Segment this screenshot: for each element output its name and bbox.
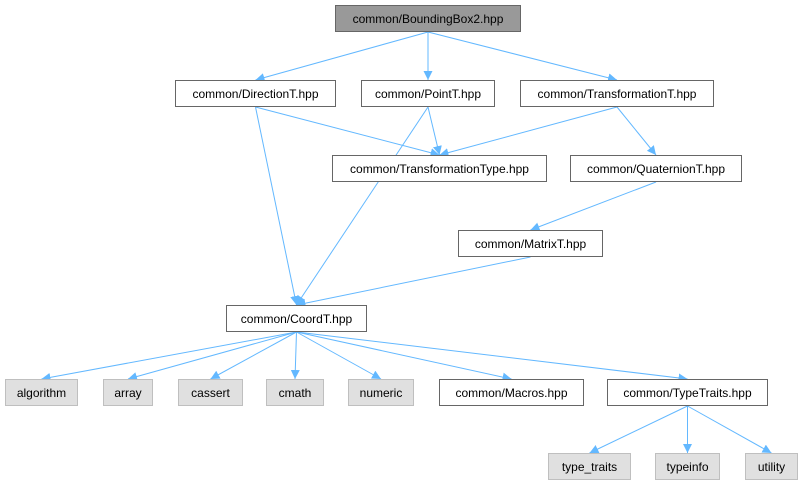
edge-point_t-to-transformation_type [427, 106, 442, 156]
node-directiont[interactable]: common/DirectionT.hpp [175, 80, 336, 107]
edge-point_t-to-coord_t [296, 106, 429, 306]
edge-coord_t-to-array [127, 331, 297, 381]
node-typeinfo: typeinfo [655, 453, 720, 480]
edge-transformation_t-to-transformation_type [439, 106, 618, 157]
edge-coord_t-to-type_traits_hpp [296, 331, 688, 383]
node-cassert: cassert [178, 379, 243, 406]
edge-type_traits_hpp-to-type_traits [589, 405, 688, 454]
node-array: array [103, 379, 153, 406]
node-typetraits-hpp[interactable]: common/TypeTraits.hpp [607, 379, 768, 406]
edge-quaternion_t-to-matrix_t [530, 181, 657, 231]
edge-coord_t-to-macros [296, 331, 512, 382]
node-numeric: numeric [348, 379, 414, 406]
node-transformationt[interactable]: common/TransformationT.hpp [520, 80, 714, 107]
edge-coord_t-to-numeric [296, 331, 382, 380]
node-quaterniont[interactable]: common/QuaternionT.hpp [570, 155, 742, 182]
edge-bounding_box2-to-transformation_t [427, 31, 618, 83]
edge-coord_t-to-cassert [210, 331, 297, 380]
edge-bounding_box2-to-direction_t [255, 31, 429, 82]
edge-coord_t-to-cmath [290, 331, 300, 380]
edge-coord_t-to-algorithm [41, 331, 297, 382]
edge-direction_t-to-transformation_type [255, 106, 440, 158]
edge-direction_t-to-coord_t [255, 106, 300, 306]
node-boundingbox2: common/BoundingBox2.hpp [335, 5, 521, 32]
node-coordt[interactable]: common/CoordT.hpp [226, 305, 367, 332]
edge-type_traits_hpp-to-utility [687, 405, 772, 454]
node-macros[interactable]: common/Macros.hpp [439, 379, 584, 406]
node-utility: utility [745, 453, 798, 480]
node-algorithm: algorithm [5, 379, 78, 406]
edge-transformation_t-to-quaternion_t [616, 106, 657, 156]
node-cmath: cmath [266, 379, 324, 406]
node-transformationtype[interactable]: common/TransformationType.hpp [332, 155, 547, 182]
node-type-traits: type_traits [548, 453, 631, 480]
node-pointt[interactable]: common/PointT.hpp [361, 80, 495, 107]
node-matrixt[interactable]: common/MatrixT.hpp [458, 230, 603, 257]
edge-matrix_t-to-coord_t [296, 256, 531, 308]
